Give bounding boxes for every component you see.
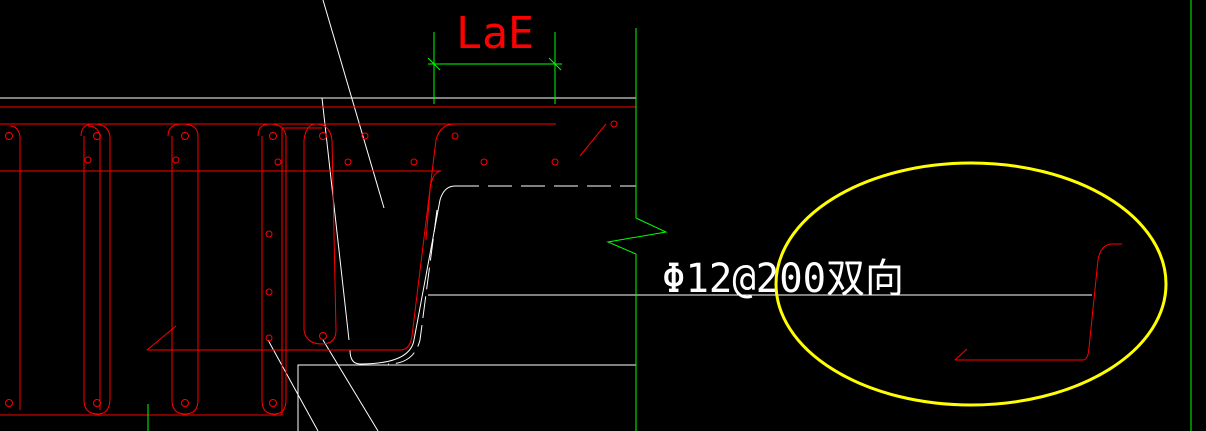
slab-bottom-solid-outline bbox=[349, 185, 456, 365]
rebar-dot bbox=[172, 156, 180, 164]
dimension-tick-right bbox=[548, 57, 562, 71]
rebar-dot bbox=[269, 399, 277, 407]
rebar-dot bbox=[344, 158, 352, 166]
rebar-dot bbox=[361, 132, 369, 140]
rebar-dot bbox=[93, 132, 101, 140]
rebar-dot bbox=[269, 132, 277, 140]
rebar-dot bbox=[5, 399, 13, 407]
rebar-dot bbox=[274, 158, 282, 166]
stirrup-loop-1 bbox=[80, 123, 111, 415]
hook-tail-left bbox=[146, 325, 177, 351]
leader-line-bottom-left bbox=[267, 339, 319, 431]
rebar-dot bbox=[551, 158, 559, 166]
leader-line-bottom-right bbox=[322, 339, 379, 431]
rebar-dot bbox=[84, 156, 92, 164]
rebar-dot bbox=[610, 120, 618, 128]
stirrup-loop-4 bbox=[303, 123, 337, 345]
rebar-dot bbox=[451, 132, 459, 140]
rebar-dot bbox=[93, 399, 101, 407]
rebar-dot bbox=[480, 158, 488, 166]
rebar-dot bbox=[265, 334, 273, 342]
detail-hook-tail bbox=[954, 348, 968, 361]
stirrup-leg-2 bbox=[87, 125, 101, 410]
slab-top-bent-rebar bbox=[399, 123, 556, 351]
rebar-dot bbox=[319, 332, 327, 340]
rebar-dot bbox=[5, 132, 13, 140]
leader-line-top bbox=[322, 0, 385, 209]
stirrup-loop-3 bbox=[257, 123, 287, 415]
dimension-tick-left bbox=[427, 57, 441, 71]
slab-bottom-bent-rebar bbox=[425, 170, 442, 241]
rebar-hook-right bbox=[579, 123, 607, 157]
concrete-outline-group bbox=[0, 0, 1092, 431]
beam-stirrup-outline bbox=[0, 127, 322, 416]
haunch-dashed-line bbox=[387, 209, 438, 365]
stirrup-loop-2 bbox=[167, 123, 199, 415]
rebar-dot bbox=[410, 158, 418, 166]
rebar-dot bbox=[265, 230, 273, 238]
rebar-section-dots bbox=[5, 120, 618, 407]
dimension-label-lae: LaE bbox=[456, 8, 534, 59]
highlight-ellipse bbox=[774, 161, 1168, 407]
lower-structure-outline bbox=[297, 364, 636, 431]
rebar-dot bbox=[265, 288, 273, 296]
stirrup-leg-1 bbox=[9, 125, 21, 410]
dimension-group bbox=[147, 0, 1192, 431]
rebar-group bbox=[0, 106, 1122, 416]
detail-bent-rebar bbox=[955, 243, 1122, 361]
beam-side-line bbox=[321, 97, 350, 341]
rebar-dot bbox=[181, 399, 189, 407]
rebar-spec-annotation: Φ12@200双向 bbox=[662, 256, 904, 302]
rebar-dot bbox=[181, 132, 189, 140]
rebar-dot bbox=[319, 132, 327, 140]
break-line-zigzag bbox=[606, 217, 668, 255]
